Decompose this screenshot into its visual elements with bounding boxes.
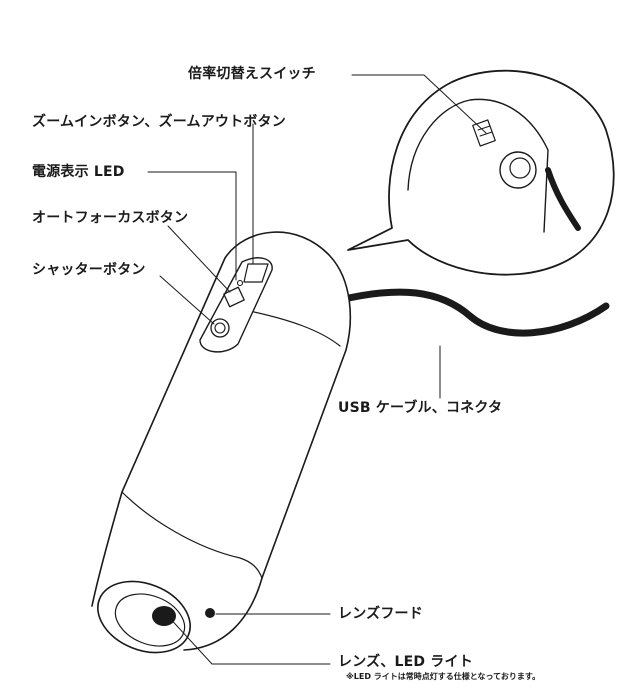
leader-shutter	[159, 275, 215, 325]
zoom-button-shape	[243, 263, 269, 283]
shutter-button-core	[214, 322, 226, 334]
bubble-device-outline	[407, 98, 549, 233]
shutter-button-shape	[210, 318, 230, 338]
device-body	[91, 231, 352, 651]
label-autofocus-button: オートフォーカスボタン	[32, 210, 189, 226]
autofocus-button-shape	[223, 286, 245, 308]
label-usb-cable: USB ケーブル、コネクタ	[338, 400, 503, 416]
leader-led	[147, 171, 237, 281]
label-lens-hood: レンズフード	[338, 606, 423, 622]
bubble-connector-ring	[499, 151, 537, 189]
label-shutter-button: シャッターボタン	[32, 262, 146, 278]
power-led-dot	[236, 279, 244, 287]
label-lens-led: レンズ、LED ライト	[338, 654, 473, 670]
leader-magnification	[351, 74, 487, 134]
bubble-connector-inner	[509, 157, 531, 179]
bubble-cable	[545, 167, 581, 231]
lens-hood-rim	[97, 580, 191, 654]
leader-autofocus	[167, 225, 231, 293]
label-power-led: 電源表示 LED	[32, 164, 125, 180]
usb-cable	[336, 288, 610, 337]
footnote: ※LED ライトは常時点灯する仕様となっております。	[346, 672, 541, 681]
label-magnification-switch: 倍率切替えスイッチ	[188, 66, 316, 82]
lens	[152, 606, 176, 626]
grip-seam-upper	[253, 311, 341, 347]
front-seam	[121, 491, 263, 579]
label-zoom-buttons: ズームインボタン、ズームアウトボタン	[32, 114, 286, 130]
bubble-switch	[472, 119, 496, 147]
zoom-bubble	[347, 69, 615, 276]
button-panel	[199, 257, 273, 353]
leader-lens	[165, 613, 331, 665]
hood-marker	[205, 608, 215, 618]
